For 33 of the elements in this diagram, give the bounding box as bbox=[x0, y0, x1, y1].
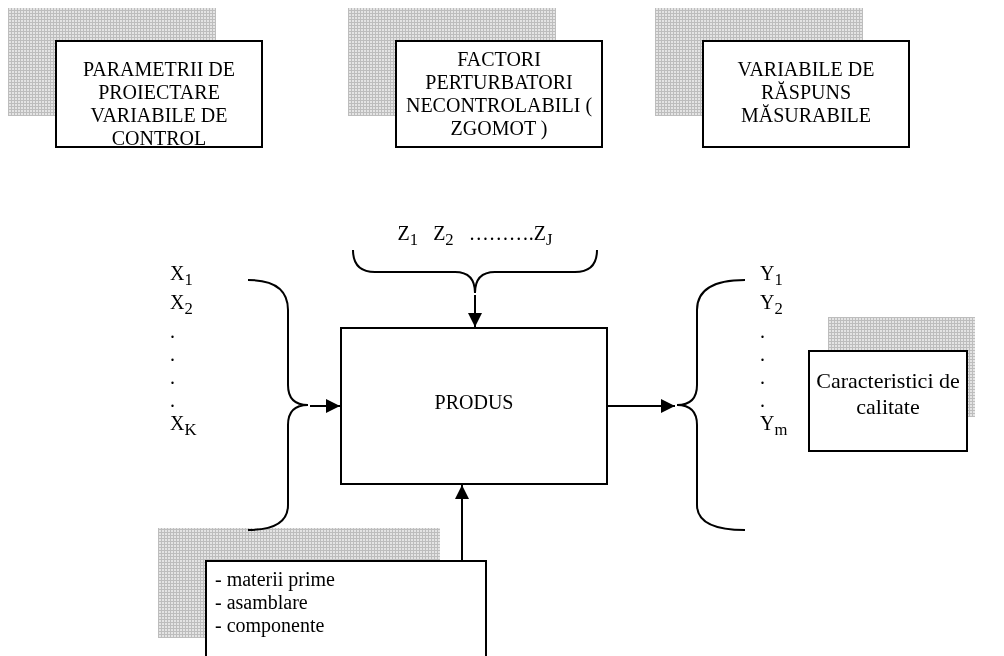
variable-label: X$_{1}$ bbox=[170, 262, 194, 291]
text-box bbox=[205, 560, 487, 656]
arrow bbox=[455, 484, 469, 561]
arrow bbox=[309, 399, 341, 413]
variable-label: Y$_{m}$ bbox=[760, 412, 789, 441]
variable-label: . bbox=[170, 343, 176, 366]
variable-label: . bbox=[760, 366, 766, 389]
text-box bbox=[702, 40, 910, 148]
box-label: PRODUS bbox=[433, 391, 515, 414]
variable-label: . bbox=[170, 366, 176, 389]
variable-label: Z$_{1}$ Z$_{2}$ ……….Z$_{J}$ bbox=[396, 222, 554, 250]
variable-label: Y$_{2}$ bbox=[760, 291, 784, 320]
box-label: FACTORI PERTURBATORI NECONTROLABILI ( ZGOMOT ) bbox=[404, 48, 594, 140]
arrow bbox=[468, 294, 482, 328]
variable-label: X$_{2}$ bbox=[170, 291, 194, 320]
variable-label: X$_{K}$ bbox=[170, 412, 198, 441]
text-box bbox=[395, 40, 603, 148]
variable-label: . bbox=[170, 389, 176, 412]
arrow bbox=[607, 399, 676, 413]
variable-label: Y$_{1}$ bbox=[760, 262, 784, 291]
box-label: VARIABILE DE RĂSPUNS MĂSURABILE bbox=[736, 58, 876, 127]
box-label: - asamblare bbox=[215, 591, 309, 614]
variable-label: . bbox=[760, 343, 766, 366]
box-label: - materii prime bbox=[215, 568, 336, 591]
box-label: PARAMETRII DE PROIECTARE VARIABILE DE CONTROL bbox=[81, 58, 237, 150]
variable-label: . bbox=[170, 320, 176, 343]
text-box bbox=[55, 40, 263, 148]
variable-label: . bbox=[760, 389, 766, 412]
box-label: - componente bbox=[215, 614, 326, 637]
variable-label: . bbox=[760, 320, 766, 343]
box-label: Caracteristici de calitate bbox=[815, 368, 961, 420]
text-box bbox=[808, 350, 968, 452]
process-box bbox=[340, 327, 608, 485]
